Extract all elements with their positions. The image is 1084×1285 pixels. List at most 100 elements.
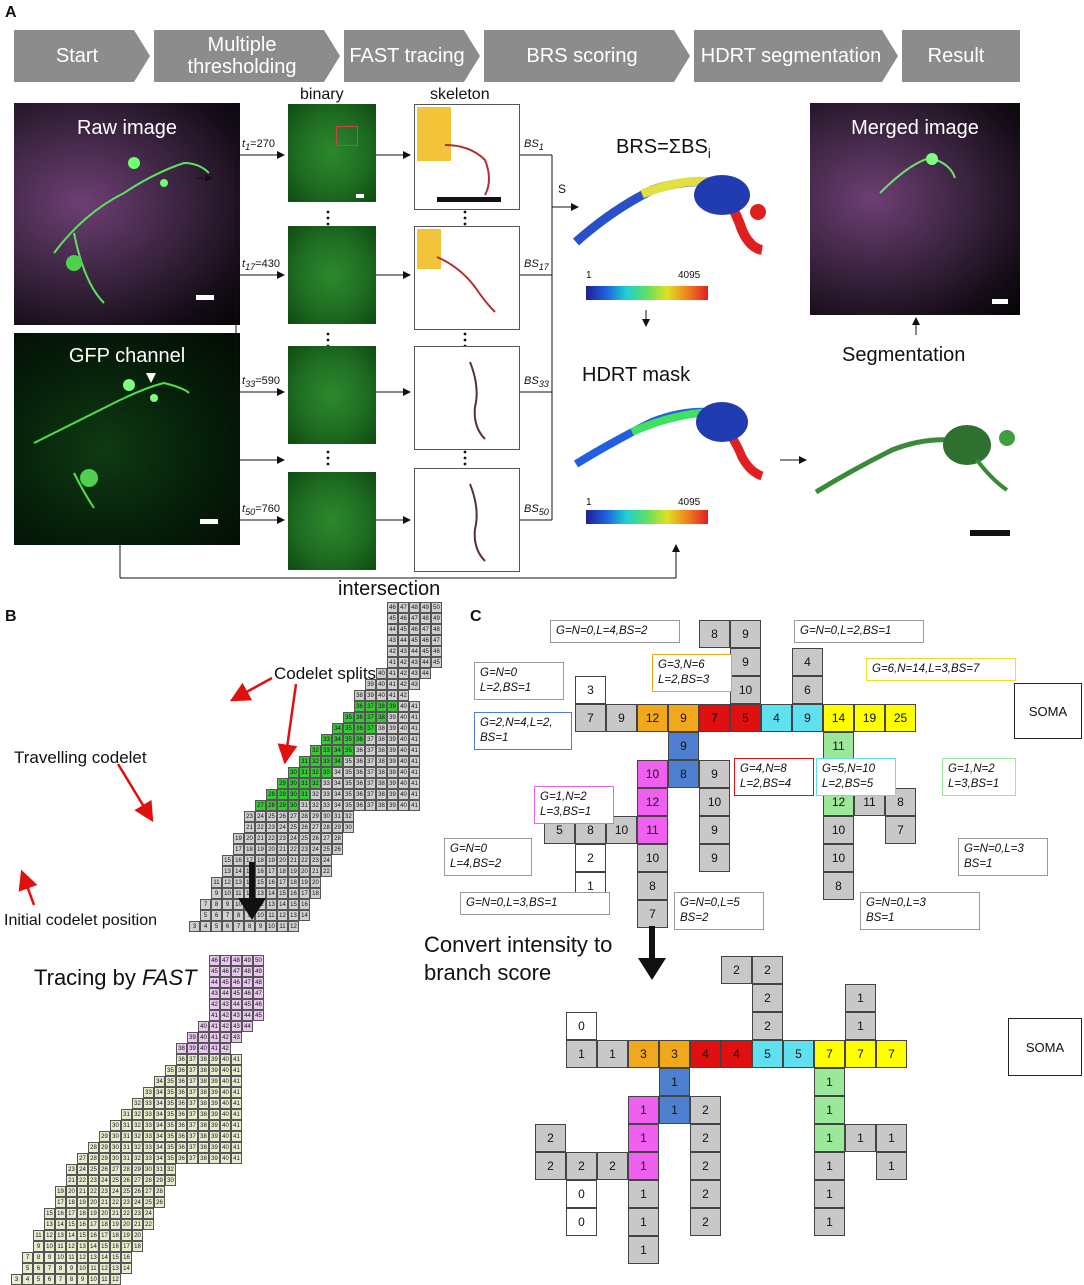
- grid-cell: 19: [55, 1186, 66, 1197]
- grid-cell: 50: [431, 602, 442, 613]
- grid-cell: 43: [231, 1021, 242, 1032]
- grid-cell: 35: [165, 1142, 176, 1153]
- branch-score-cell: 1: [814, 1180, 845, 1208]
- branch-score-cell: 0: [566, 1180, 597, 1208]
- grid-cell: 28: [321, 822, 332, 833]
- grid-cell: 13: [44, 1219, 55, 1230]
- scale-bar: [200, 519, 218, 524]
- grid-cell: 38: [198, 1065, 209, 1076]
- grid-cell: 45: [398, 624, 409, 635]
- grid-cell: 30: [288, 767, 299, 778]
- grid-cell: 15: [222, 855, 233, 866]
- grid-cell: 36: [354, 712, 365, 723]
- pixel-cell: 5: [730, 704, 761, 732]
- branch-score-cell: 1: [845, 1124, 876, 1152]
- intersection-label: intersection: [338, 578, 441, 600]
- grid-cell: 12: [110, 1274, 121, 1285]
- branch-score-cell: 1: [814, 1096, 845, 1124]
- travelling-codelet-label: Travelling codelet: [14, 748, 147, 767]
- grid-cell: 9: [44, 1252, 55, 1263]
- colorbar-bottom-max: 4095: [678, 497, 701, 508]
- branch-score-cell: 5: [752, 1040, 783, 1068]
- grid-cell: 26: [310, 833, 321, 844]
- grid-cell: 5: [22, 1263, 33, 1274]
- grid-cell: 40: [220, 1153, 231, 1164]
- grid-cell: 50: [253, 955, 264, 966]
- grid-cell: 12: [277, 910, 288, 921]
- grid-cell: 45: [431, 657, 442, 668]
- grid-cell: 47: [242, 977, 253, 988]
- grid-cell: 19: [299, 877, 310, 888]
- grid-cell: 37: [187, 1120, 198, 1131]
- grid-cell: 38: [198, 1087, 209, 1098]
- pixel-cell: 10: [637, 844, 668, 872]
- grid-cell: 33: [143, 1087, 154, 1098]
- branch-score-cell: 1: [876, 1124, 907, 1152]
- grid-cell: 45: [420, 646, 431, 657]
- grid-cell: 48: [242, 966, 253, 977]
- grid-cell: 43: [409, 657, 420, 668]
- grid-cell: 15: [77, 1230, 88, 1241]
- grid-cell: 19: [288, 866, 299, 877]
- grid-cell: 36: [176, 1098, 187, 1109]
- grid-cell: 32: [310, 778, 321, 789]
- grid-cell: 41: [409, 756, 420, 767]
- binary-image-50: [288, 472, 376, 570]
- grid-cell: 46: [253, 999, 264, 1010]
- grid-cell: 44: [420, 668, 431, 679]
- grid-cell: 40: [220, 1142, 231, 1153]
- grid-cell: 33: [321, 767, 332, 778]
- grid-cell: 37: [187, 1076, 198, 1087]
- soma-box-top: SOMA: [1014, 683, 1082, 739]
- grid-cell: 38: [376, 767, 387, 778]
- grid-cell: 34: [154, 1087, 165, 1098]
- grid-cell: 34: [332, 800, 343, 811]
- s-label: S: [558, 182, 567, 196]
- pixel-cell: 8: [823, 872, 854, 900]
- grid-cell: 38: [376, 778, 387, 789]
- grid-cell: 35: [343, 712, 354, 723]
- branch-score-cell: 1: [628, 1208, 659, 1236]
- grid-cell: 44: [209, 977, 220, 988]
- grid-cell: 14: [66, 1230, 77, 1241]
- grid-cell: 40: [398, 734, 409, 745]
- grid-cell: 29: [99, 1153, 110, 1164]
- branch-score-cell: 3: [659, 1040, 690, 1068]
- grid-cell: 24: [99, 1175, 110, 1186]
- grid-cell: 31: [299, 756, 310, 767]
- branch-score-cell: 2: [752, 1012, 783, 1040]
- grid-cell: 43: [220, 999, 231, 1010]
- grid-cell: 20: [66, 1186, 77, 1197]
- grid-cell: 21: [310, 866, 321, 877]
- gfp-neuron-sketch: [33, 373, 190, 509]
- grid-cell: 39: [209, 1131, 220, 1142]
- grid-cell: 33: [143, 1131, 154, 1142]
- pixel-cell: 2: [575, 844, 606, 872]
- grid-cell: 23: [88, 1175, 99, 1186]
- grid-cell: 15: [288, 899, 299, 910]
- grid-cell: 36: [176, 1109, 187, 1120]
- grid-cell: 18: [288, 877, 299, 888]
- grid-cell: 38: [376, 756, 387, 767]
- grid-cell: 16: [77, 1219, 88, 1230]
- grid-cell: 20: [121, 1219, 132, 1230]
- grid-cell: 39: [187, 1032, 198, 1043]
- grid-cell: 40: [220, 1076, 231, 1087]
- branch-score-cell: 2: [690, 1152, 721, 1180]
- grid-cell: 35: [165, 1076, 176, 1087]
- grid-cell: 32: [165, 1164, 176, 1175]
- grid-cell: 22: [288, 844, 299, 855]
- grid-cell: 37: [365, 712, 376, 723]
- grid-cell: 35: [343, 767, 354, 778]
- branch-score-cell: 5: [783, 1040, 814, 1068]
- threshold-label-50: t50=760: [242, 503, 281, 518]
- grid-cell: 41: [231, 1142, 242, 1153]
- grid-cell: 13: [266, 899, 277, 910]
- grid-cell: 39: [209, 1098, 220, 1109]
- grid-cell: 31: [121, 1142, 132, 1153]
- grid-cell: 27: [310, 822, 321, 833]
- grid-cell: 49: [242, 955, 253, 966]
